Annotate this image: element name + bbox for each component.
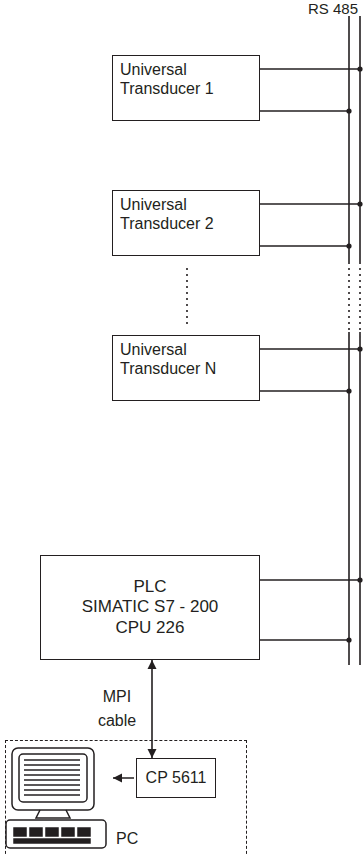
screen-line — [24, 764, 80, 766]
device-box: PLCSIMATIC S7 - 200CPU 226 — [40, 555, 260, 660]
bus-line — [348, 332, 350, 665]
bus-wires — [260, 69, 360, 640]
wire — [260, 348, 360, 350]
screen-line — [24, 789, 80, 791]
box-text: PLC — [49, 577, 251, 597]
screen-line — [24, 759, 80, 761]
wire — [260, 68, 360, 70]
key — [14, 828, 26, 836]
keyboard — [6, 820, 106, 848]
junction-dot — [357, 577, 362, 582]
junction-dot — [346, 388, 351, 393]
device-box: Universal Transducer N — [112, 335, 260, 401]
box-text: CP 5611 — [143, 768, 209, 787]
pc-link — [113, 778, 134, 779]
device-box: CP 5611 — [136, 758, 216, 798]
bus-label: RS 485 — [308, 0, 358, 18]
screen-line — [24, 774, 80, 776]
connector — [151, 660, 153, 758]
key — [78, 828, 90, 836]
screen-line — [24, 784, 80, 786]
key — [30, 828, 42, 836]
bus-dotted — [359, 262, 361, 332]
wire — [260, 203, 360, 205]
box-text: Universal Transducer N — [120, 340, 252, 378]
junction-dot — [357, 201, 362, 206]
screen-line — [24, 779, 80, 781]
bus-line — [359, 332, 361, 665]
junction-dot — [346, 243, 351, 248]
wire — [260, 245, 349, 247]
monitor-screen — [19, 754, 87, 802]
bus-line — [348, 16, 350, 262]
monitor-frame — [12, 748, 94, 810]
device-box: Universal Transducer 1 — [112, 55, 260, 121]
connectors — [152, 660, 153, 758]
key — [62, 828, 74, 836]
wire — [260, 390, 349, 392]
group-box: PC CP 5611 — [5, 740, 247, 854]
box-text: Universal Transducer 1 — [120, 60, 252, 98]
key — [46, 828, 58, 836]
junction-dot — [346, 637, 351, 642]
wire — [260, 579, 360, 581]
continuation-dots — [186, 268, 188, 328]
junction-dot — [357, 66, 362, 71]
bus-dotted — [348, 262, 350, 332]
pc-icon — [6, 748, 106, 848]
pc-arrow — [113, 777, 134, 779]
edge-label: MPI cable — [92, 685, 142, 733]
monitor-stand — [36, 810, 70, 818]
screen-line — [24, 769, 80, 771]
wire — [260, 639, 349, 641]
box-text: Universal Transducer 2 — [120, 195, 252, 233]
box-text: SIMATIC S7 - 200 — [49, 597, 251, 617]
screen-line — [24, 794, 80, 796]
box-text: PC — [116, 829, 138, 848]
junction-dots — [346, 66, 362, 642]
bus-line — [359, 16, 361, 262]
box-text: CPU 226 — [49, 618, 251, 638]
device-box: Universal Transducer 2 — [112, 190, 260, 256]
junction-dot — [346, 108, 351, 113]
junction-dot — [357, 346, 362, 351]
wire — [260, 110, 349, 112]
key-row — [14, 839, 90, 843]
